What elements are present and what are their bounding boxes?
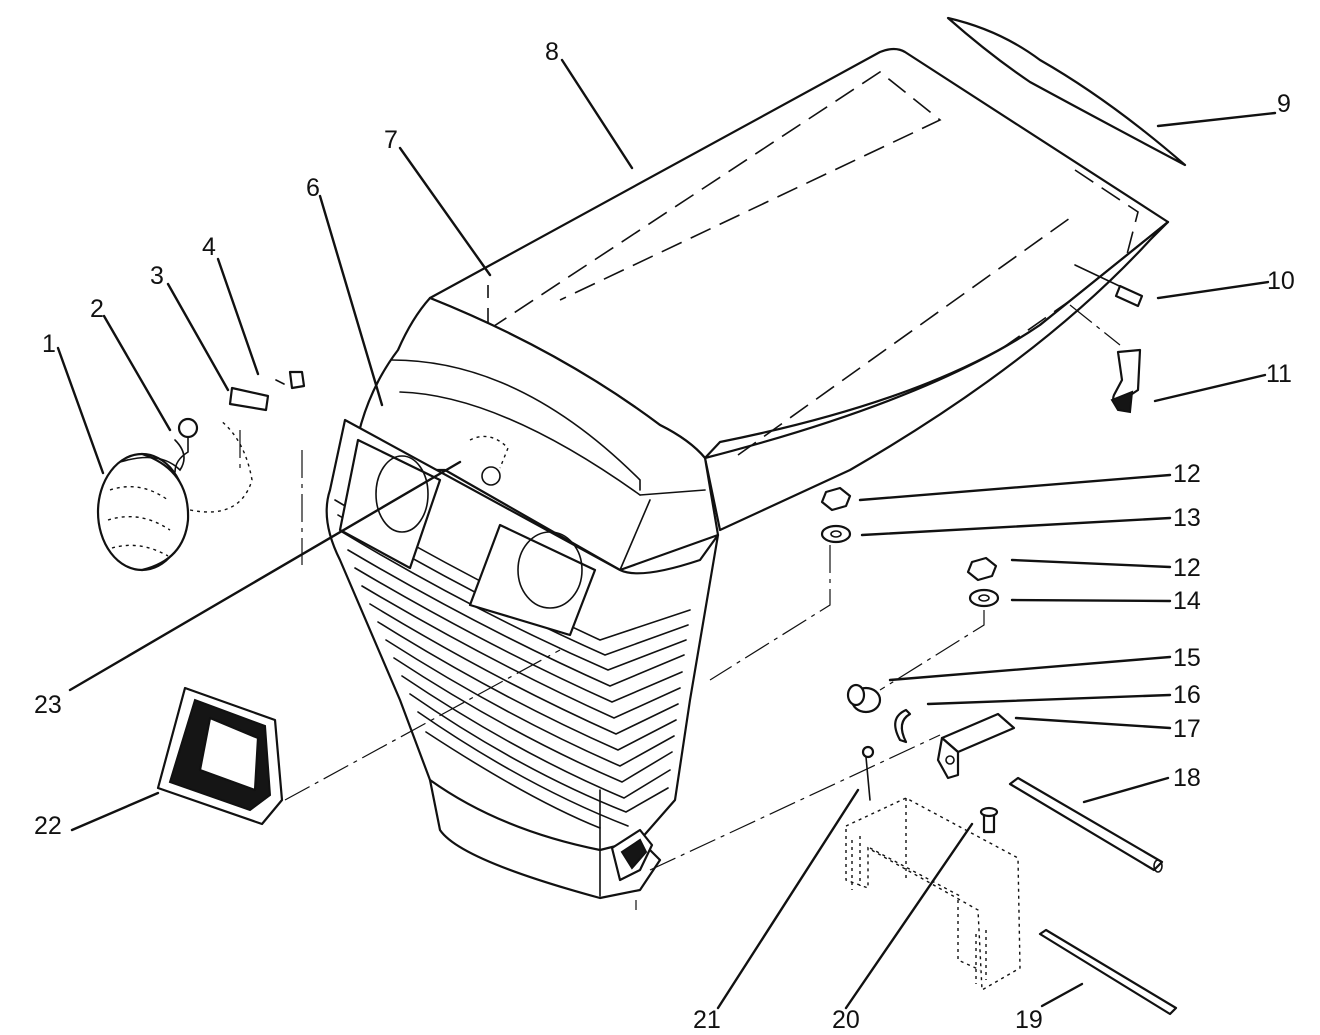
hinge-bracket [936,712,1016,780]
callout-16: 16 [1173,681,1201,709]
callout-4: 4 [202,233,216,261]
callout-6: 6 [306,174,320,202]
callout-10: 10 [1267,267,1295,295]
callout-7: 7 [384,126,398,154]
pivot-rod [1008,776,1164,873]
bolt [979,806,999,834]
headlight-assembly [96,419,253,572]
callout-3: 3 [150,262,164,290]
callout-12-b: 12 [1173,554,1201,582]
socket [228,386,270,412]
leader-lines [56,58,1277,1010]
callout-18: 18 [1173,764,1201,792]
hex-nut-b [966,556,998,582]
hood-trim-strip [946,16,1187,167]
callout-12-a: 12 [1173,460,1201,488]
callout-13: 13 [1173,504,1201,532]
hinge-pin [1074,264,1144,308]
callout-20: 20 [832,1006,860,1034]
headlight-bezel [156,686,284,826]
callout-1: 1 [42,330,56,358]
washer-b [968,588,1000,608]
bulb [174,417,199,473]
callout-2: 2 [90,295,104,323]
cotter-pin [861,745,875,801]
retaining-ring [894,708,912,744]
callout-14: 14 [1173,587,1201,615]
mounting-bracket-phantom [845,797,1021,992]
bushing [846,683,882,714]
callout-21: 21 [693,1006,721,1034]
clip [288,370,306,390]
callout-9: 9 [1277,90,1291,118]
callout-17: 17 [1173,715,1201,743]
callout-22: 22 [34,812,62,840]
callout-11: 11 [1266,360,1292,388]
callout-19: 19 [1015,1006,1043,1034]
pivot-rod-long [1038,928,1178,1016]
callout-23: 23 [34,691,62,719]
hex-nut-a [820,486,852,512]
washer-a [820,524,852,544]
grille-louvres [334,499,691,829]
callout-8: 8 [545,38,559,66]
callout-labels: 1 2 3 4 6 7 8 9 10 11 12 13 12 14 15 16 … [34,38,1295,1034]
hood-assembly [325,47,1170,900]
latch [1110,348,1142,414]
callout-15: 15 [1173,644,1201,672]
